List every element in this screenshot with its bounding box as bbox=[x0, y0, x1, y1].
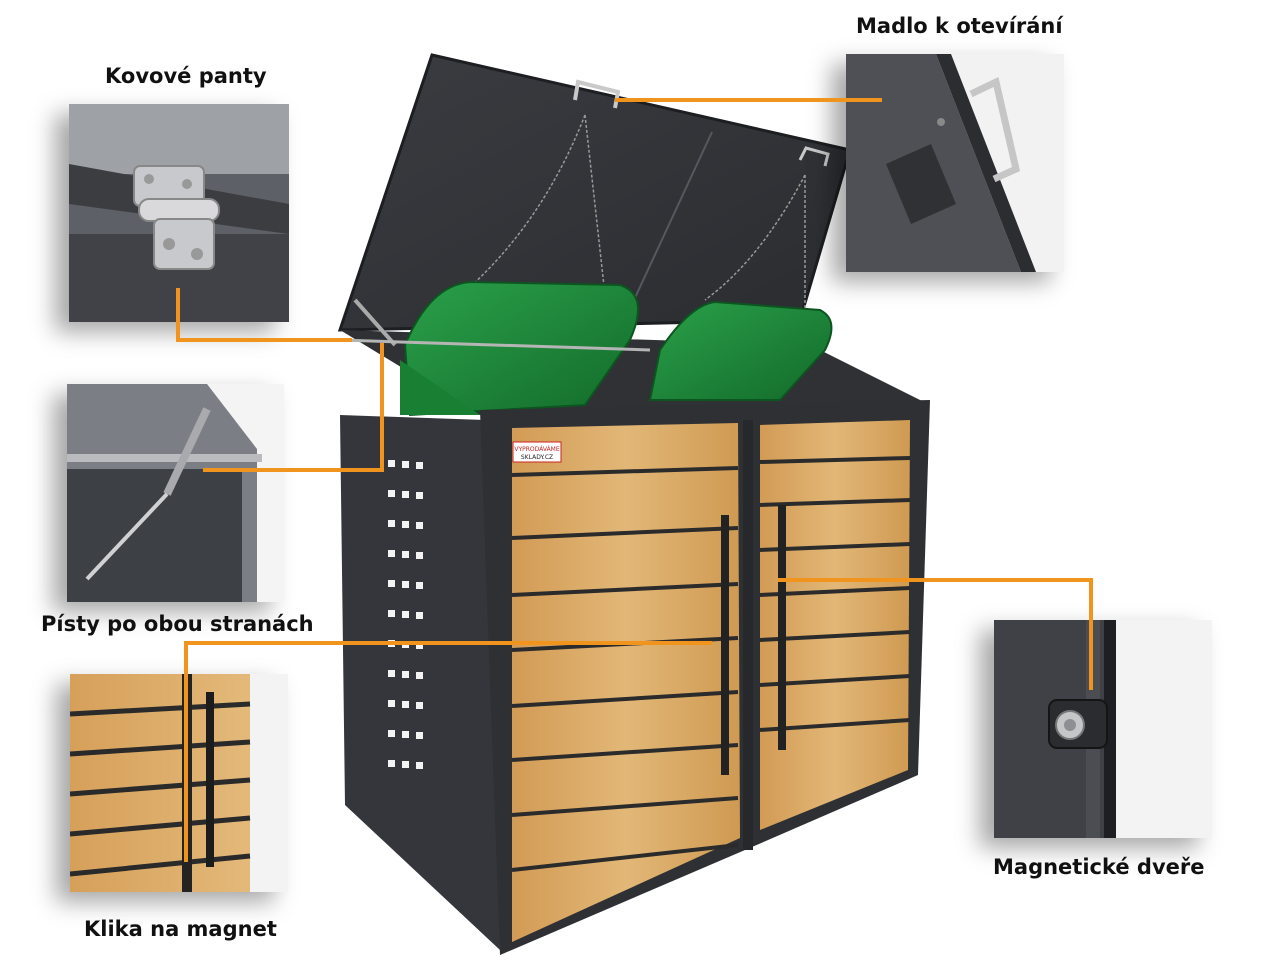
magnet-icon bbox=[1048, 699, 1108, 749]
label-magnet-handle: Klika na magnet bbox=[84, 917, 277, 941]
sticker-line1: VYPRODÁVÁME bbox=[514, 446, 560, 453]
lid-handle-detail-photo bbox=[846, 54, 1064, 272]
piston-icon bbox=[85, 407, 211, 581]
label-magnetic-doors: Magnetické dveře bbox=[993, 855, 1205, 879]
label-handle: Madlo k otevírání bbox=[856, 14, 1063, 38]
magnetic-door-detail-photo bbox=[994, 620, 1212, 838]
handle-icon bbox=[969, 76, 1021, 183]
sticker-line2: SKLADY.CZ bbox=[521, 454, 553, 461]
hinge-detail-photo bbox=[69, 104, 289, 322]
magnet-handle-detail-photo bbox=[70, 674, 288, 892]
label-hinges: Kovové panty bbox=[105, 64, 267, 88]
label-pistons: Písty po obou stranách bbox=[41, 612, 314, 636]
hinge-icon bbox=[133, 165, 220, 270]
door-handle-icon bbox=[206, 692, 214, 867]
piston-detail-photo bbox=[67, 384, 284, 602]
